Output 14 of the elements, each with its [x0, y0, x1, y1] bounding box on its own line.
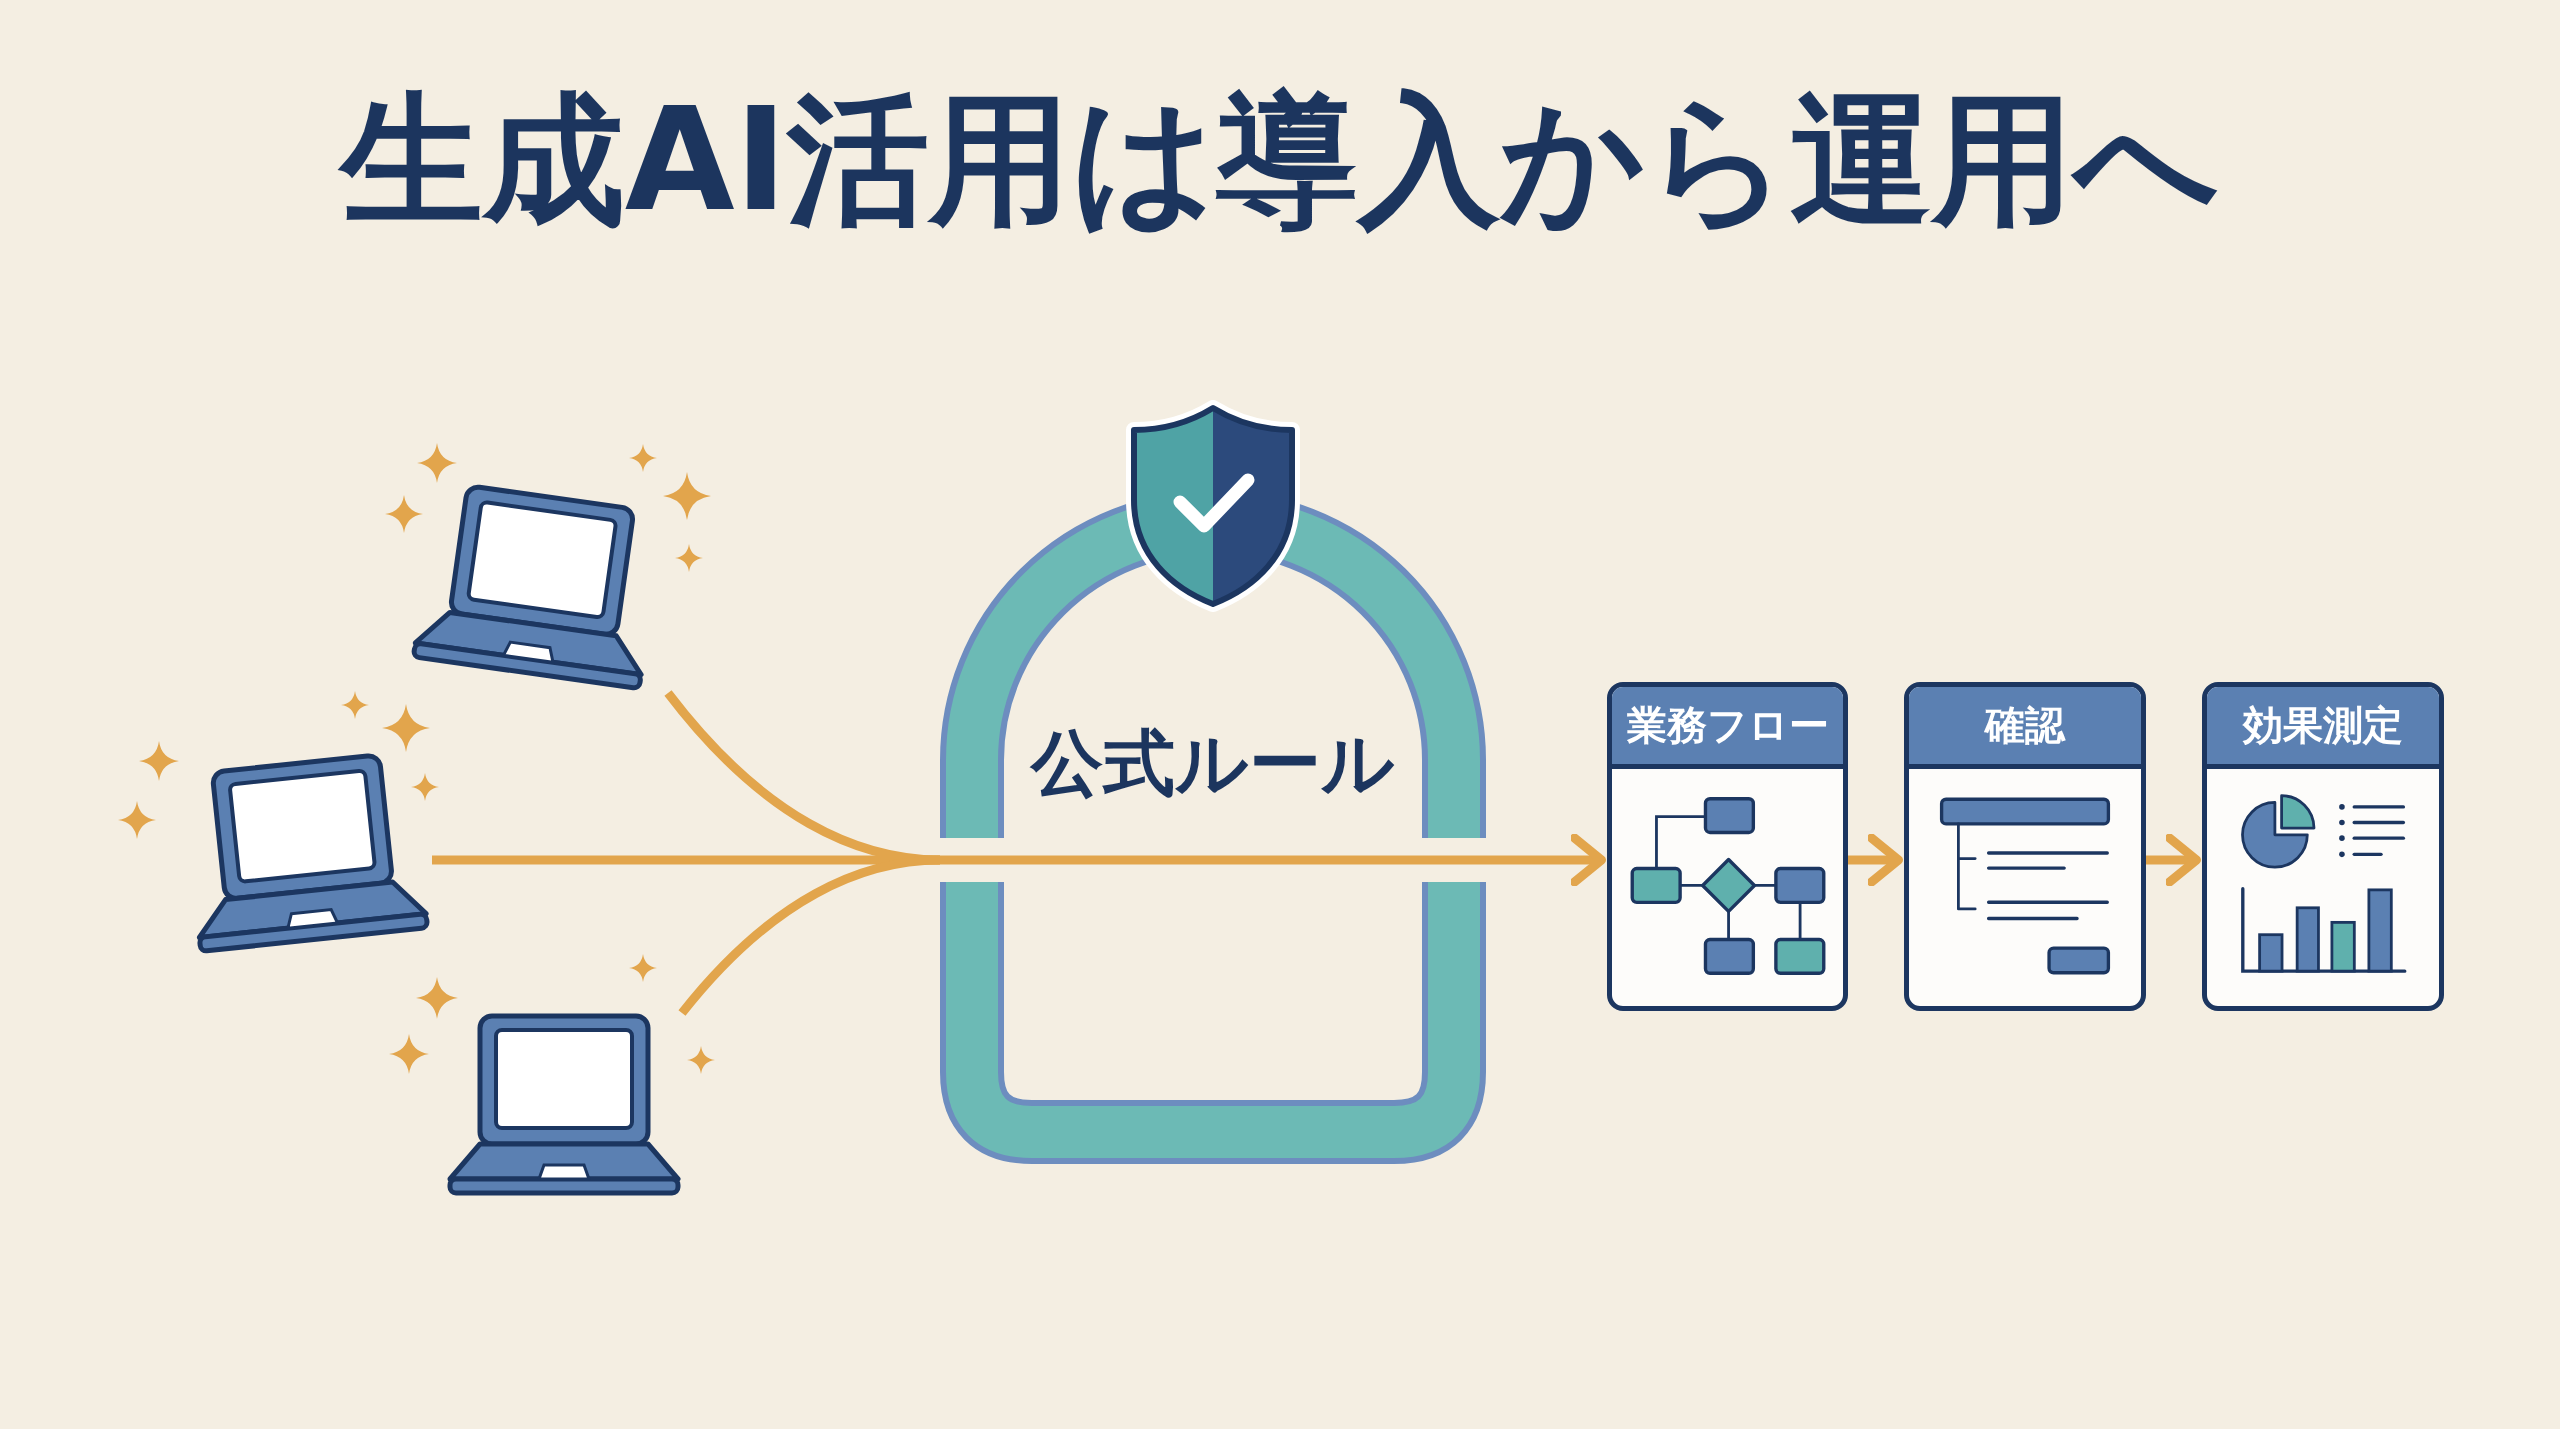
card	[1904, 682, 2146, 1011]
gate-label: 公式ルール	[1031, 724, 1395, 804]
connector-line	[678, 855, 941, 1016]
card-header: 確認	[1909, 687, 2141, 769]
arrow	[2146, 833, 2201, 887]
arrow	[1848, 833, 1903, 887]
card	[2202, 682, 2444, 1011]
arch-gate	[940, 400, 1486, 1164]
card	[1607, 682, 1848, 1011]
laptop-icon	[446, 1013, 682, 1197]
arrow	[1486, 833, 1606, 887]
title: 生成AI活用は導入から運用へ	[340, 78, 2220, 242]
card-header: 業務フロー	[1612, 687, 1843, 769]
card-header: 効果測定	[2207, 687, 2439, 769]
